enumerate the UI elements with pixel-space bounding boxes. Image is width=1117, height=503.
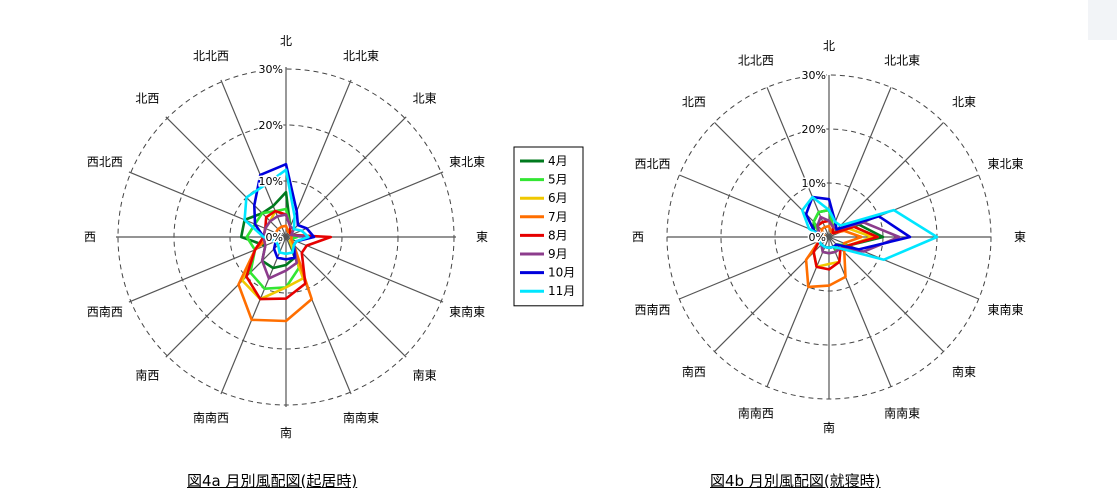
series-line-11月 xyxy=(243,168,310,256)
legend-box xyxy=(513,146,584,307)
direction-label: 南東 xyxy=(413,368,437,383)
axis-spoke xyxy=(714,122,830,238)
direction-label: 西北西 xyxy=(87,155,123,169)
axis-spoke xyxy=(285,171,444,238)
direction-label: 西南西 xyxy=(635,302,671,317)
direction-label: 北東 xyxy=(413,91,437,105)
axis-spoke xyxy=(285,116,407,238)
axis-spoke xyxy=(679,174,830,238)
direction-label: 南西 xyxy=(135,368,159,383)
direction-label: 西 xyxy=(632,230,644,244)
direction-label: 東北東 xyxy=(987,157,1023,171)
direction-label: 南南東 xyxy=(343,410,379,425)
legend: 4月 5月 6月 7月 8月 9月 10月 11月 xyxy=(513,146,584,307)
direction-label: 東北東 xyxy=(449,155,485,169)
legend-label: 9月 xyxy=(548,247,568,261)
legend-label: 10月 xyxy=(548,266,575,280)
axis-spoke xyxy=(828,87,892,238)
legend-label: 11月 xyxy=(548,284,575,298)
series-line-11月 xyxy=(800,195,939,262)
direction-label: 西北西 xyxy=(635,157,671,171)
direction-label: 北北東 xyxy=(884,54,920,68)
direction-label: 北北西 xyxy=(193,49,229,63)
ring-tick-label: 0% xyxy=(266,231,283,244)
direction-label: 南 xyxy=(280,425,292,440)
direction-label: 東 xyxy=(1014,230,1026,244)
ring-tick-label: 10% xyxy=(802,177,826,190)
axis-spoke xyxy=(679,236,830,300)
direction-label: 北西 xyxy=(682,95,706,109)
direction-label: 東南東 xyxy=(449,304,485,319)
series-line-9月 xyxy=(260,213,310,280)
direction-label: 南南西 xyxy=(193,410,229,425)
series-line-10月 xyxy=(253,162,316,261)
legend-label: 6月 xyxy=(548,191,568,205)
direction-label: 西 xyxy=(84,230,96,244)
axis-spoke xyxy=(285,236,407,358)
direction-label: 南東 xyxy=(952,364,976,379)
ring-tick-label: 30% xyxy=(802,69,826,82)
axis-spoke xyxy=(828,236,944,352)
direction-label: 北 xyxy=(280,34,292,48)
axis-spoke xyxy=(766,236,830,387)
direction-label: 南西 xyxy=(682,364,706,379)
legend-label: 5月 xyxy=(548,173,568,187)
axis-spoke xyxy=(714,236,830,352)
chart-b-title: 図4b 月別風配図(就寝時) xyxy=(710,472,881,490)
chart-a-title: 図4a 月別風配図(起居時) xyxy=(187,472,358,490)
direction-label: 南南東 xyxy=(884,405,920,420)
axis-spoke xyxy=(285,236,444,303)
ring-tick-label: 20% xyxy=(802,123,826,136)
axis-spoke xyxy=(220,236,287,395)
direction-label: 北北西 xyxy=(738,54,774,68)
axis-spoke xyxy=(128,236,287,303)
direction-label: 北 xyxy=(823,39,835,53)
legend-label: 4月 xyxy=(548,154,568,168)
direction-label: 南南西 xyxy=(738,405,774,420)
corner-panel xyxy=(1088,0,1117,40)
ring-tick-label: 30% xyxy=(259,63,283,76)
axis-spoke xyxy=(128,171,287,238)
direction-label: 北東 xyxy=(952,95,976,109)
direction-label: 東 xyxy=(476,230,488,244)
axis-spoke xyxy=(165,236,287,358)
ring-tick-label: 0% xyxy=(809,231,826,244)
direction-label: 東南東 xyxy=(987,302,1023,317)
legend-label: 8月 xyxy=(548,228,568,242)
ring-tick-label: 20% xyxy=(259,119,283,132)
direction-label: 西南西 xyxy=(87,304,123,319)
legend-label: 7月 xyxy=(548,210,568,224)
direction-label: 北北東 xyxy=(343,49,379,63)
direction-label: 北西 xyxy=(135,91,159,105)
ring-tick-label: 10% xyxy=(259,175,283,188)
direction-label: 南 xyxy=(823,420,835,435)
axis-spoke xyxy=(828,122,944,238)
